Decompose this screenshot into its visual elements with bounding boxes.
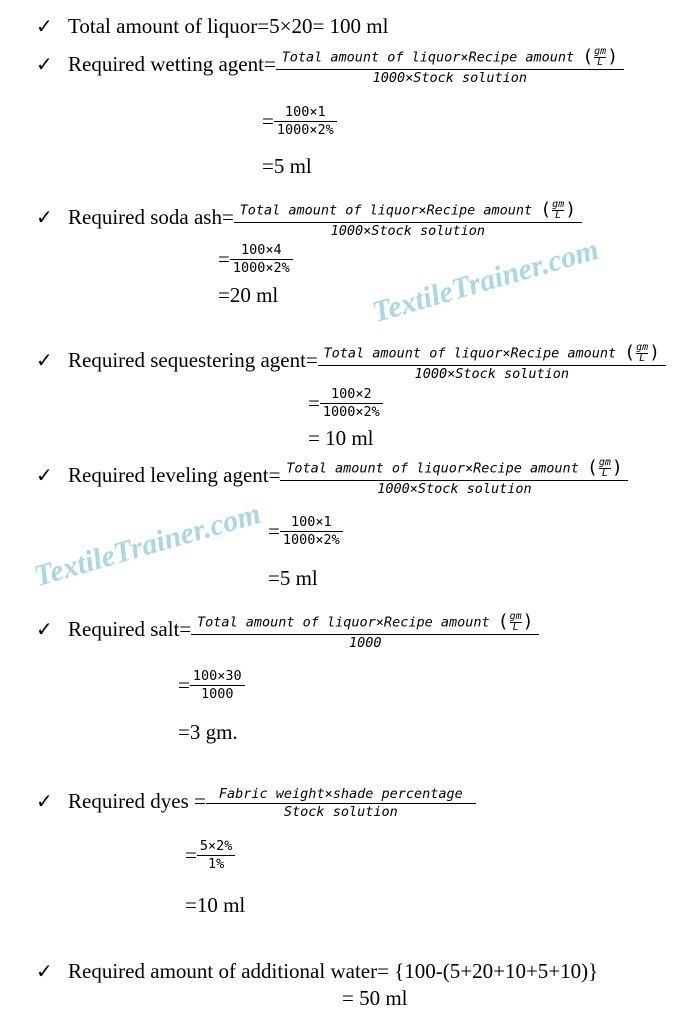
unit-gm: gm bbox=[636, 341, 649, 353]
formula-numerator: Total amount of liquor×Recipe amount bbox=[281, 49, 575, 66]
wetting-agent-label: Required wetting agent= bbox=[68, 52, 276, 76]
leveling-agent-formula: ✓ Required leveling agent= Total amount … bbox=[36, 456, 629, 497]
salt-label: Required salt= bbox=[68, 617, 192, 641]
general-formula-fraction: Total amount of liquor×Recipe amount (gm… bbox=[275, 45, 624, 86]
calc-numerator: 100×2 bbox=[330, 386, 372, 402]
general-formula-fraction: Total amount of liquor×Recipe amount (gm… bbox=[317, 341, 666, 382]
formula-numerator: Total amount of liquor×Recipe amount bbox=[286, 460, 579, 477]
check-icon: ✓ bbox=[36, 348, 53, 372]
calc-denominator: 1000×2% bbox=[276, 121, 334, 138]
general-formula-fraction: Total amount of liquor×Recipe amount (gm… bbox=[233, 198, 582, 239]
check-icon: ✓ bbox=[36, 463, 53, 487]
unit-l: L bbox=[601, 467, 608, 479]
additional-water-result: = 50 ml bbox=[342, 986, 408, 1010]
dyes-result: =10 ml bbox=[185, 893, 246, 917]
check-icon: ✓ bbox=[36, 617, 53, 641]
unit-l: L bbox=[639, 352, 646, 364]
soda-ash-formula: ✓ Required soda ash= Total amount of liq… bbox=[36, 199, 582, 239]
soda-ash-label: Required soda ash= bbox=[68, 205, 234, 229]
unit-l: L bbox=[597, 56, 604, 68]
formula-denominator: 1000×Stock solution bbox=[330, 222, 486, 239]
watermark: TextileTrainer.com bbox=[368, 232, 603, 330]
soda-ash-result: =20 ml bbox=[218, 283, 279, 307]
check-icon: ✓ bbox=[36, 14, 53, 38]
formula-numerator: Total amount of liquor×Recipe amount bbox=[197, 614, 490, 631]
calc-numerator: 5×2% bbox=[199, 838, 233, 854]
additional-water-expression: {100-(5+20+10+5+10)} bbox=[394, 959, 599, 983]
dyes-label: Required dyes = bbox=[68, 789, 206, 814]
salt-formula: ✓ Required salt= Total amount of liquor×… bbox=[36, 610, 540, 651]
liquor-total-line: ✓ Total amount of liquor=5×20= 100 ml bbox=[36, 16, 388, 37]
check-icon: ✓ bbox=[36, 52, 53, 76]
calc-denominator: 1000×2% bbox=[322, 403, 380, 420]
dyes-formula-denominator: Stock solution bbox=[283, 803, 398, 820]
calc-denominator: 1000×2% bbox=[232, 259, 290, 276]
calc-numerator: 100×1 bbox=[290, 514, 332, 530]
check-icon: ✓ bbox=[36, 959, 53, 983]
calc-denominator: 1000 bbox=[200, 685, 234, 702]
wetting-agent-result: =5 ml bbox=[262, 154, 312, 178]
dyes-formula: ✓ Required dyes = Fabric weight×shade pe… bbox=[36, 786, 476, 821]
liquor-total-text: Total amount of liquor=5×20= 100 ml bbox=[68, 14, 389, 38]
wetting-agent-formula: ✓ Required wetting agent= Total amount o… bbox=[36, 46, 624, 86]
calc-denominator: 1000×2% bbox=[282, 531, 340, 548]
formula-denominator: 1000×Stock solution bbox=[372, 69, 528, 86]
sequestering-agent-formula: ✓ Required sequestering agent= Total amo… bbox=[36, 342, 666, 382]
formula-denominator: 1000×Stock solution bbox=[414, 365, 569, 382]
calc-denominator: 1% bbox=[207, 855, 225, 872]
unit-gm: gm bbox=[598, 456, 611, 468]
unit-gm: gm bbox=[509, 610, 522, 622]
formula-denominator: 1000×Stock solution bbox=[377, 480, 532, 497]
dyes-formula-fraction: Fabric weight×shade percentage Stock sol… bbox=[205, 786, 476, 821]
check-icon: ✓ bbox=[36, 789, 53, 814]
formula-numerator: Total amount of liquor×Recipe amount bbox=[323, 345, 617, 362]
calc-numerator: 100×4 bbox=[240, 242, 282, 258]
calc-numerator: 100×1 bbox=[284, 104, 326, 120]
calc-numerator: 100×30 bbox=[192, 668, 242, 684]
additional-water-line: ✓ Required amount of additional water= {… bbox=[36, 961, 598, 982]
dyes-calc: =5×2%1% bbox=[185, 838, 236, 873]
unit-gm: gm bbox=[552, 198, 565, 210]
general-formula-fraction: Total amount of liquor×Recipe amount (gm… bbox=[191, 610, 540, 651]
formula-numerator: Total amount of liquor×Recipe amount bbox=[239, 202, 533, 219]
unit-l: L bbox=[512, 621, 519, 633]
sequestering-agent-result: = 10 ml bbox=[308, 426, 374, 450]
general-formula-fraction: Total amount of liquor×Recipe amount (gm… bbox=[280, 456, 629, 497]
formula-denominator: 1000 bbox=[348, 634, 382, 651]
dyes-formula-numerator: Fabric weight×shade percentage bbox=[218, 786, 463, 802]
sequestering-agent-label: Required sequestering agent= bbox=[68, 348, 318, 372]
salt-result: =3 gm. bbox=[178, 720, 238, 744]
additional-water-label: Required amount of additional water= bbox=[68, 959, 389, 983]
leveling-agent-label: Required leveling agent= bbox=[68, 463, 281, 487]
leveling-agent-result: =5 ml bbox=[268, 566, 318, 590]
unit-gm: gm bbox=[594, 45, 607, 57]
watermark: TextileTrainer.com bbox=[30, 496, 265, 594]
unit-l: L bbox=[555, 209, 562, 221]
check-icon: ✓ bbox=[36, 205, 53, 229]
